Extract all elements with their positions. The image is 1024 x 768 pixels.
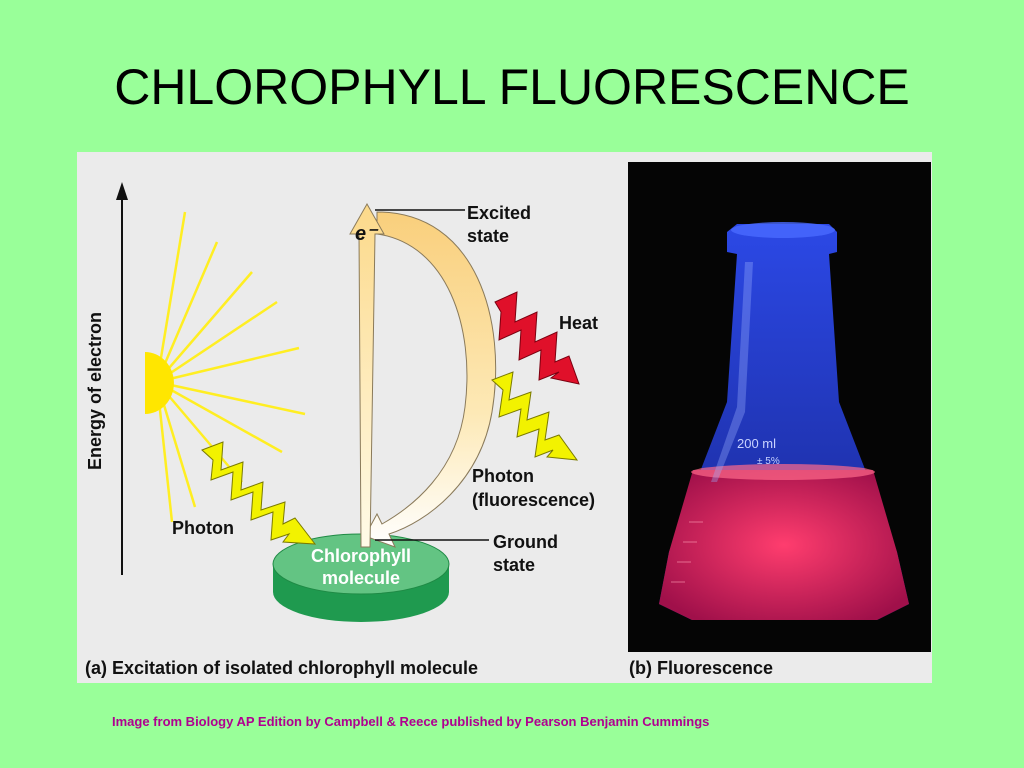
chlorophyll-diagram: Energy of electron Chlorophyll molec	[85, 162, 931, 678]
heat-arrow	[494, 291, 580, 385]
de-excitation-arrow	[364, 211, 497, 548]
energy-axis-label: Energy of electron	[85, 312, 105, 470]
photon-fluorescence-label-line2: (fluorescence)	[472, 490, 595, 510]
flask-volume-label: 200 ml	[737, 436, 776, 451]
energy-axis-arrowhead	[116, 182, 128, 200]
excited-state-label-line2: state	[467, 226, 509, 246]
incoming-photon-arrow	[201, 441, 317, 545]
fluorescence-photon-arrow	[491, 371, 579, 461]
image-credit: Image from Biology AP Edition by Campbel…	[112, 714, 710, 729]
photon-fluorescence-label-line1: Photon	[472, 466, 534, 486]
molecule-label-line2: molecule	[322, 568, 400, 588]
chlorophyll-molecule: Chlorophyll molecule	[272, 533, 450, 622]
electron-label: e⁻	[355, 223, 379, 245]
slide-title: CHLOROPHYLL FLUORESCENCE	[114, 59, 910, 115]
flask-tolerance-label: ± 5%	[757, 456, 780, 467]
flask-image: 200 ml ± 5%	[628, 162, 931, 652]
ground-state-label-line2: state	[493, 555, 535, 575]
figure-panel: Energy of electron Chlorophyll molec	[77, 152, 932, 683]
molecule-label-line1: Chlorophyll	[311, 546, 411, 566]
caption-b: (b) Fluorescence	[629, 658, 773, 678]
excitation-arrow	[349, 202, 385, 548]
excited-state-label-line1: Excited	[467, 203, 531, 223]
ground-state-label-line1: Ground	[493, 532, 558, 552]
caption-a: (a) Excitation of isolated chlorophyll m…	[85, 658, 478, 678]
sun-icon	[145, 211, 306, 523]
heat-label: Heat	[559, 313, 598, 333]
photon-in-label: Photon	[172, 518, 234, 538]
